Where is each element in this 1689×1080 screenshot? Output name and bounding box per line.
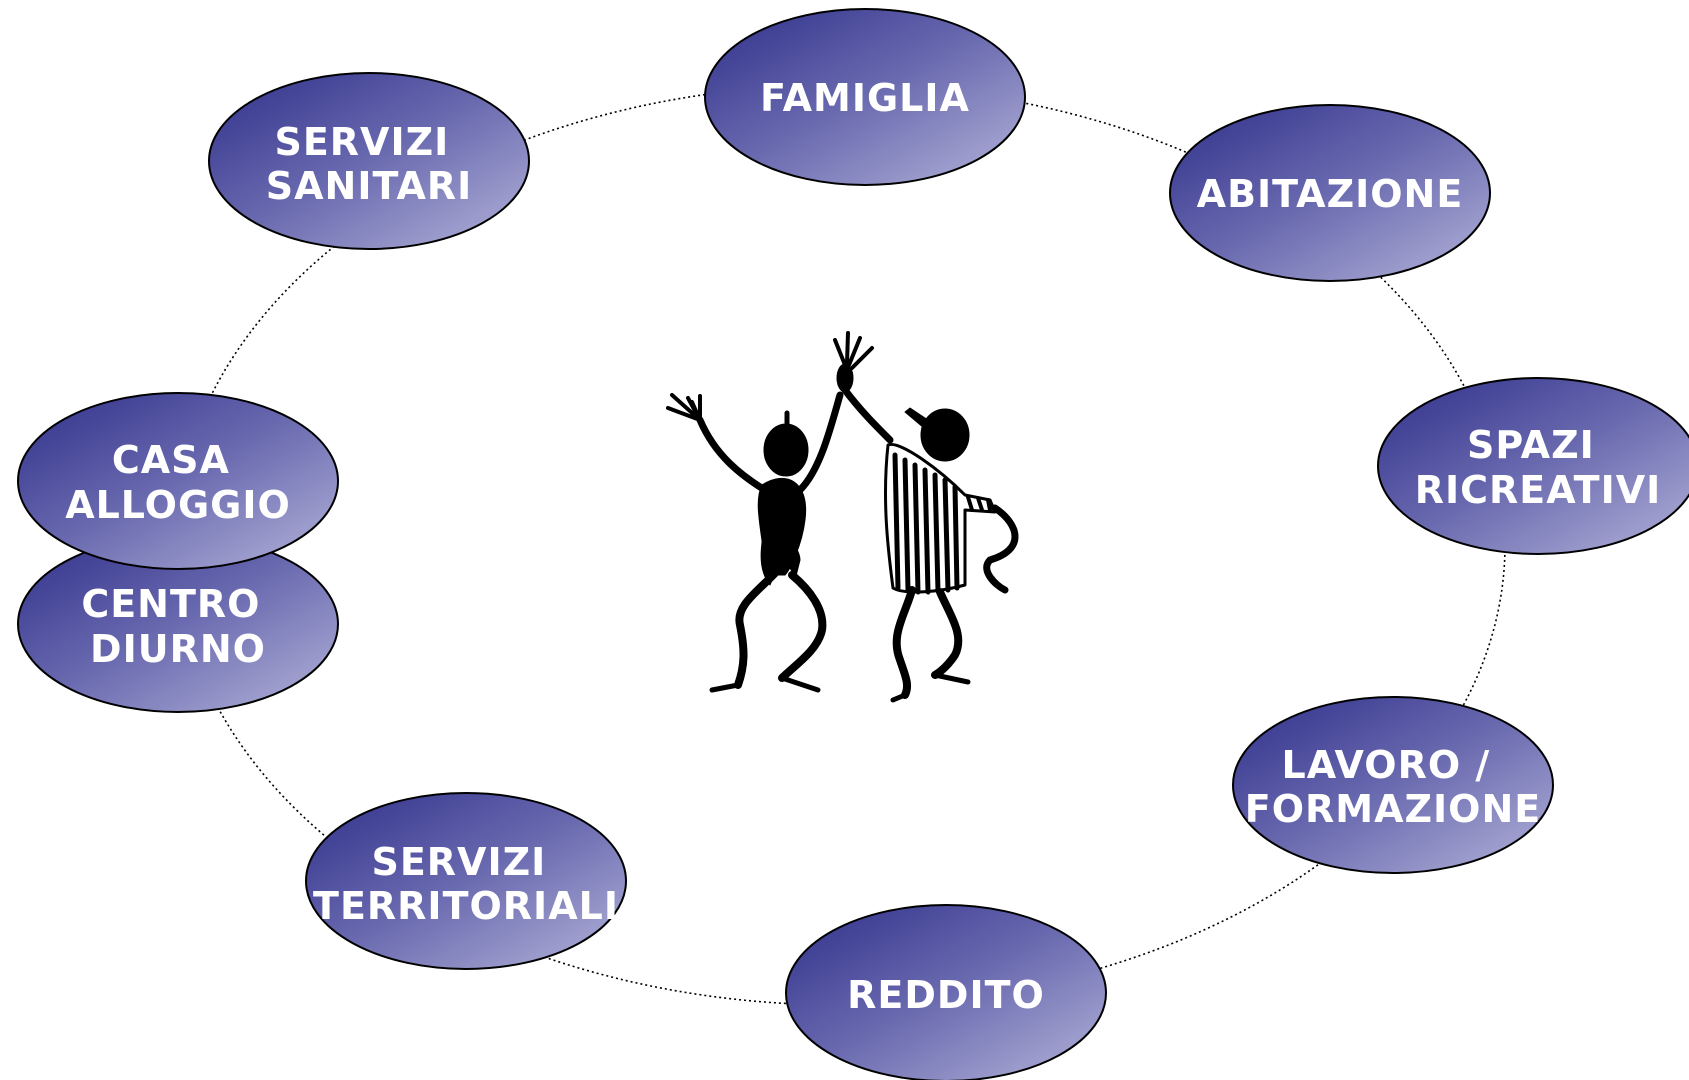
node-label-line: ALLOGGIO [65,483,291,527]
svg-text:REDDITO: REDDITO [847,973,1045,1017]
node-label-line: FAMIGLIA [760,76,970,120]
node-label-line: FORMAZIONE [1245,787,1542,831]
node-label-line: LAVORO / [1282,743,1491,787]
node-abitazione: ABITAZIONE [1169,104,1491,282]
node-label-line: SERVIZI [274,120,449,164]
node-label-line: ABITAZIONE [1197,172,1464,216]
svg-text:CENTRO DIURNO: CENTRO DIURNO [81,582,274,671]
node-servizi-sanitari: SERVIZI SANITARI [208,72,530,250]
node-centro-diurno: CENTRO DIURNO [17,535,339,713]
node-label-line: SANITARI [266,164,473,208]
node-reddito: REDDITO [785,904,1107,1080]
node-label-line: CASA [112,438,230,482]
node-casa-alloggio: CASA ALLOGGIO [17,392,339,570]
svg-text:ABITAZIONE: ABITAZIONE [1197,172,1464,216]
node-label-line: TERRITORIALI [313,884,619,928]
svg-text:SPAZI RICREATIVI: SPAZI RICREATIVI [1415,423,1662,512]
node-label-line: CENTRO [81,582,260,626]
node-label-line: RICREATIVI [1415,468,1662,512]
svg-text:SERVIZI SANITARI: SERVIZI SANITARI [266,120,473,208]
svg-text:CASA ALLOGGIO: CASA ALLOGGIO [65,438,291,527]
node-label-line: SERVIZI [371,840,546,884]
node-label-line: DIURNO [90,627,266,671]
node-servizi-territoriali: SERVIZI TERRITORIALI [305,792,627,970]
node-famiglia: FAMIGLIA [704,8,1026,186]
svg-text:LAVORO / FORMAZIONE: LAVORO / FORMAZIONE [1245,743,1542,831]
node-label-line: REDDITO [847,973,1045,1017]
node-lavoro-formazione: LAVORO / FORMAZIONE [1232,696,1554,874]
svg-text:FAMIGLIA: FAMIGLIA [760,76,970,120]
svg-text:SERVIZI TERRITORIALI: SERVIZI TERRITORIALI [313,840,619,928]
right-figure [833,331,1019,703]
node-label-line: SPAZI [1467,423,1595,467]
left-figure [666,363,854,693]
node-spazi-ricreativi: SPAZI RICREATIVI [1377,377,1689,555]
two-people-high-five-icon [666,331,1019,703]
